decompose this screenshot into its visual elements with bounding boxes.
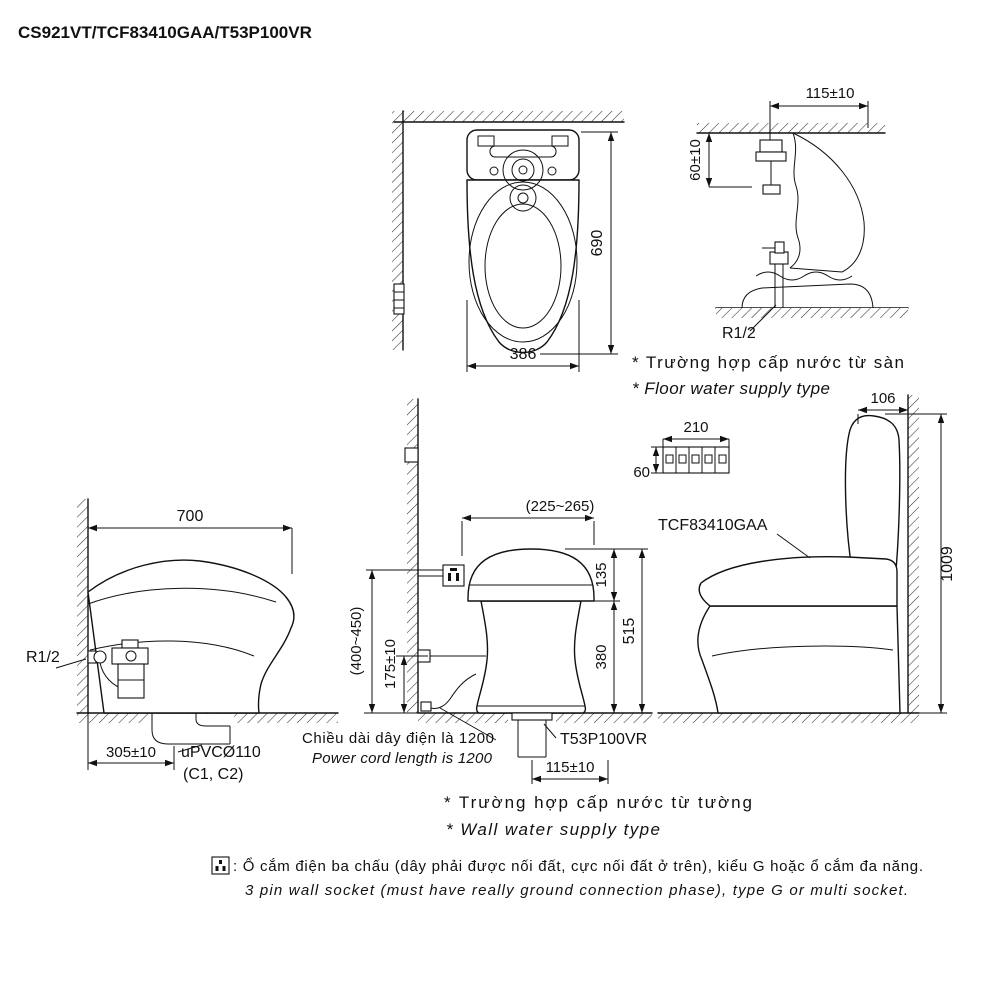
toilet-plan-outline xyxy=(466,129,580,354)
dim-label: 106 xyxy=(870,390,895,407)
dim-width-386: 386 xyxy=(466,300,580,372)
dim-label: 700 xyxy=(177,508,204,525)
dim-label: 135 xyxy=(593,562,610,587)
supply-connector-icon xyxy=(755,139,787,195)
dim-label: 60±10 xyxy=(687,139,704,181)
dim-seat-band-135: 135 xyxy=(593,549,618,601)
trap-clearance xyxy=(508,714,556,760)
wall-hatch xyxy=(908,395,919,713)
dim-remote-height-60: 60 xyxy=(633,446,663,481)
dim-top-range: (225~265) xyxy=(461,498,595,556)
dim-label: 115±10 xyxy=(546,759,595,776)
wall-hatch xyxy=(407,399,418,713)
wall-hatch xyxy=(77,499,88,713)
thread-leader-line xyxy=(55,658,87,669)
power-socket-icon xyxy=(418,564,465,587)
toilet-front-lid xyxy=(467,548,595,602)
socket-note-vi: : Ổ cắm điện ba chấu (dây phải được nối … xyxy=(233,857,923,875)
floor-hatch xyxy=(658,713,919,723)
body-seam-line xyxy=(89,640,255,657)
wall-supply-icon xyxy=(417,649,486,663)
wall-supply-caption-vi: * Trường hợp cấp nước từ tường xyxy=(444,793,752,812)
toilet-front-body xyxy=(475,600,587,714)
fill-valve-icon xyxy=(111,639,149,699)
drain-pipe-icon xyxy=(151,713,231,745)
floor-valve-icon xyxy=(762,241,789,308)
footer-note: : Ổ cắm điện ba chấu (dây phải được nối … xyxy=(211,856,923,899)
wall-clip-icon xyxy=(404,447,419,463)
rear-view: TCF83410GAA 106 1009 xyxy=(657,390,956,723)
dim-depth-700: 700 xyxy=(88,508,293,574)
socket-note-en: 3 pin wall socket (must have really grou… xyxy=(245,882,908,899)
wall-supply-caption: * Trường hợp cấp nước từ tường * Wall wa… xyxy=(444,793,752,839)
dim-label: 690 xyxy=(589,230,606,257)
raised-lid-outline xyxy=(844,414,901,571)
dim-under-rim-380: 380 xyxy=(593,601,618,713)
dim-label: (400~450) xyxy=(348,607,365,676)
wall-hatch xyxy=(392,111,403,350)
lid-seam-line xyxy=(87,587,277,605)
dim-drain-setout-305: 305±10 xyxy=(87,713,175,770)
thread-leader-line xyxy=(749,304,777,332)
floor-supply-caption-vi: * Trường hợp cấp nước từ sàn xyxy=(632,353,904,372)
dim-label: 60 xyxy=(633,464,650,481)
cord-leader-line xyxy=(439,707,497,741)
dim-label: 305±10 xyxy=(106,744,156,761)
dim-label: 386 xyxy=(510,346,537,363)
washlet-label: TCF83410GAA xyxy=(658,517,768,534)
remote-detail: 210 60 xyxy=(633,419,730,481)
dim-label: 115±10 xyxy=(806,85,855,102)
dim-lid-gap-106: 106 xyxy=(857,390,908,424)
floor-supply-caption-en: * Floor water supply type xyxy=(632,379,830,398)
top-view: 690 386 xyxy=(392,110,625,372)
dim-total-height-1009: 1009 xyxy=(885,413,956,714)
pipe-leader-line xyxy=(177,744,203,753)
floor-hatch xyxy=(716,308,908,318)
floor-supply-view: 115±10 60±10 R1/2 * Trường hợp cấp nước … xyxy=(632,85,909,398)
part-leader-line xyxy=(543,723,557,739)
remote-control-icon xyxy=(662,446,730,474)
wall-hatch xyxy=(697,123,885,133)
pipe-clearance xyxy=(148,714,234,747)
wall-supply-caption-en: * Wall water supply type xyxy=(446,820,660,839)
dim-label: 380 xyxy=(593,644,610,669)
dim-label: 175±10 xyxy=(382,639,399,689)
side-view: R1/2 700 305±10 uPVCØ110 (C1, C2) xyxy=(26,498,339,783)
dim-label: 210 xyxy=(683,419,708,436)
washlet-leader-line xyxy=(776,533,811,559)
body-seam-line xyxy=(711,645,894,657)
toilet-bowl-outline xyxy=(697,605,901,714)
dim-supply-setout-115: 115±10 xyxy=(531,759,609,784)
wall-fixture-icon xyxy=(393,283,405,315)
dim-socket-height: (400~450) xyxy=(348,569,443,714)
washlet-seat-outline xyxy=(698,556,898,607)
cord-note-vi: Chiều dài dây điện là 1200 xyxy=(302,730,494,747)
dim-offset-115: 115±10 xyxy=(769,85,869,140)
dim-label: (225~265) xyxy=(526,498,595,515)
dim-label: 515 xyxy=(621,618,638,645)
dim-label: 1009 xyxy=(939,546,956,582)
dim-supply-height-175: 175±10 xyxy=(382,639,428,713)
drawing-title: CS921VT/TCF83410GAA/T53P100VR xyxy=(18,23,312,42)
thread-size-label: R1/2 xyxy=(26,649,60,666)
drain-pipe-note: (C1, C2) xyxy=(183,766,243,783)
dim-rim-height-515: 515 xyxy=(621,549,646,713)
dim-wall-gap-60: 60±10 xyxy=(687,133,752,188)
drain-pipe-label: uPVCØ110 xyxy=(181,744,261,761)
wall-hatch xyxy=(394,111,624,122)
drain-part-label: T53P100VR xyxy=(560,731,647,748)
cord-note-en: Power cord length is 1200 xyxy=(312,750,493,767)
thread-size-label: R1/2 xyxy=(722,325,756,342)
power-cord-icon xyxy=(420,673,477,712)
front-view: (225~265) 135 380 515 (400~450) 175±10 xyxy=(302,398,653,784)
toilet-break-silhouette xyxy=(741,132,874,309)
dim-remote-width-210: 210 xyxy=(662,419,730,447)
socket-icon xyxy=(211,856,230,875)
